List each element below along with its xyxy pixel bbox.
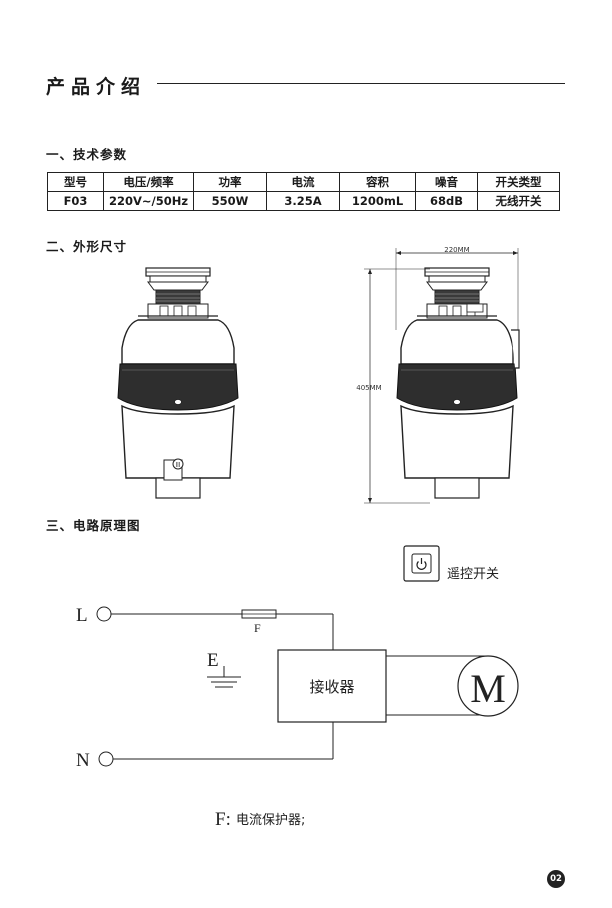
- width-dimension: [395, 248, 519, 330]
- disposer-side-view: [396, 267, 520, 499]
- spec-value-cell: 3.25A: [266, 191, 340, 211]
- spec-header-cell: 噪音: [415, 172, 478, 192]
- disposer-front-view: lll: [117, 267, 239, 499]
- page-number-badge: 02: [547, 870, 565, 888]
- spec-value-cell: 220V~/50Hz: [103, 191, 194, 211]
- section-heading-circuit: 三、电路原理图: [46, 518, 141, 533]
- spec-table: 型号 电压/频率 功率 电流 容积 噪音 开关类型 F03 220V~/50Hz…: [47, 172, 560, 211]
- height-dimension: [364, 268, 430, 504]
- motor-icon: [457, 655, 519, 717]
- terminal-l: [96, 606, 112, 622]
- spec-value-row: F03 220V~/50Hz 550W 3.25A 1200mL 68dB 无线…: [47, 191, 560, 211]
- receiver-label: 接收器: [309, 678, 354, 696]
- page-title: 产品介绍: [46, 76, 147, 98]
- spec-value-cell: 1200mL: [339, 191, 416, 211]
- section-heading-specs: 一、技术参数: [46, 147, 128, 162]
- remote-switch-label: 遥控开关: [447, 567, 499, 582]
- spec-value-cell: F03: [47, 191, 104, 211]
- terminal-n: [98, 751, 114, 767]
- receiver-box: [277, 649, 387, 723]
- legend-text: 电流保护器;: [236, 813, 305, 828]
- svg-text:lll: lll: [175, 462, 180, 469]
- title-divider: [157, 83, 565, 84]
- legend-symbol: F:: [215, 809, 231, 830]
- ground-symbol-icon: [207, 666, 241, 688]
- spec-value-cell: 无线开关: [477, 191, 560, 211]
- fuse-label: F: [254, 621, 261, 635]
- spec-header-cell: 电压/频率: [103, 172, 194, 192]
- section-heading-dimensions: 二、外形尺寸: [46, 239, 128, 254]
- terminal-e-label: E: [207, 650, 219, 671]
- height-dimension-label: 405MM: [356, 384, 381, 392]
- width-dimension-label: 220MM: [444, 246, 469, 254]
- terminal-l-label: L: [76, 605, 88, 626]
- power-icon: [416, 558, 427, 570]
- spec-value-cell: 550W: [193, 191, 267, 211]
- terminal-n-label: N: [76, 750, 90, 771]
- motor-label: M: [470, 666, 506, 711]
